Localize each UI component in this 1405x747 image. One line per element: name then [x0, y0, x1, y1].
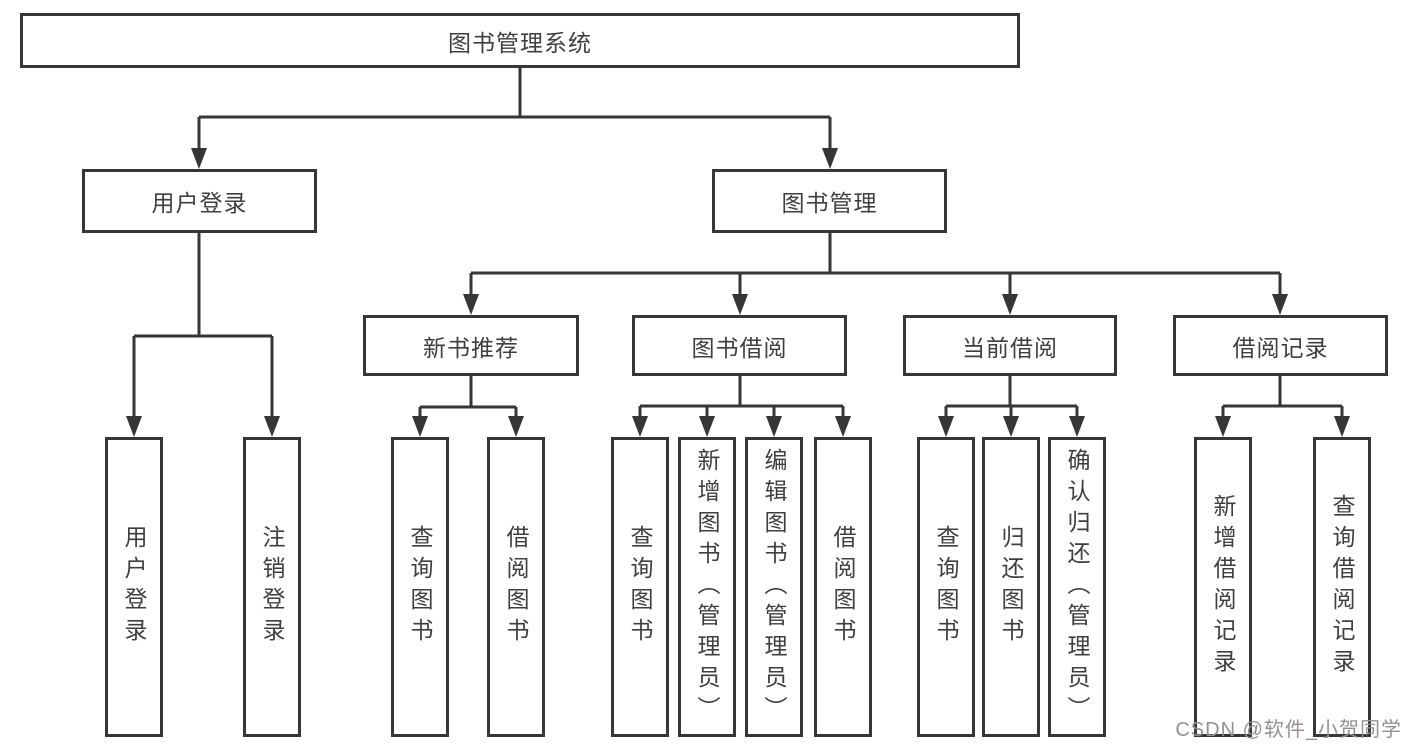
- node-borrow-record: 借阅记录: [1173, 315, 1388, 376]
- leaf-borrow-book-recommend: 借阅图书: [487, 437, 545, 737]
- leaf-query-book-recommend: 查询图书: [391, 437, 449, 737]
- watermark: CSDN @软件_小贺同学: [1175, 719, 1402, 741]
- leaf-query-book-borrow: 查询图书: [611, 437, 669, 737]
- leaf-confirm-return-admin: 确认归还（管理员）: [1048, 437, 1106, 737]
- node-current-borrow: 当前借阅: [903, 315, 1117, 376]
- node-book-management: 图书管理: [712, 169, 947, 233]
- leaf-borrow-book: 借阅图书: [814, 437, 872, 737]
- leaf-edit-book-admin: 编辑图书（管理员）: [745, 437, 803, 737]
- arrowheads: [126, 148, 1350, 437]
- leaf-add-borrow-record: 新增借阅记录: [1194, 437, 1252, 737]
- leaf-return-book: 归还图书: [982, 437, 1040, 737]
- node-root: 图书管理系统: [20, 13, 1020, 68]
- leaf-query-book-current: 查询图书: [917, 437, 975, 737]
- leaf-logout: 注销登录: [243, 437, 301, 737]
- node-new-book-recommend: 新书推荐: [363, 315, 579, 376]
- node-user-login: 用户登录: [82, 169, 317, 233]
- node-book-borrow: 图书借阅: [632, 315, 847, 376]
- connector-paths: [132, 68, 1344, 419]
- leaf-add-book-admin: 新增图书（管理员）: [678, 437, 736, 737]
- leaf-query-borrow-record: 查询借阅记录: [1313, 437, 1371, 737]
- leaf-user-login: 用户登录: [105, 437, 163, 737]
